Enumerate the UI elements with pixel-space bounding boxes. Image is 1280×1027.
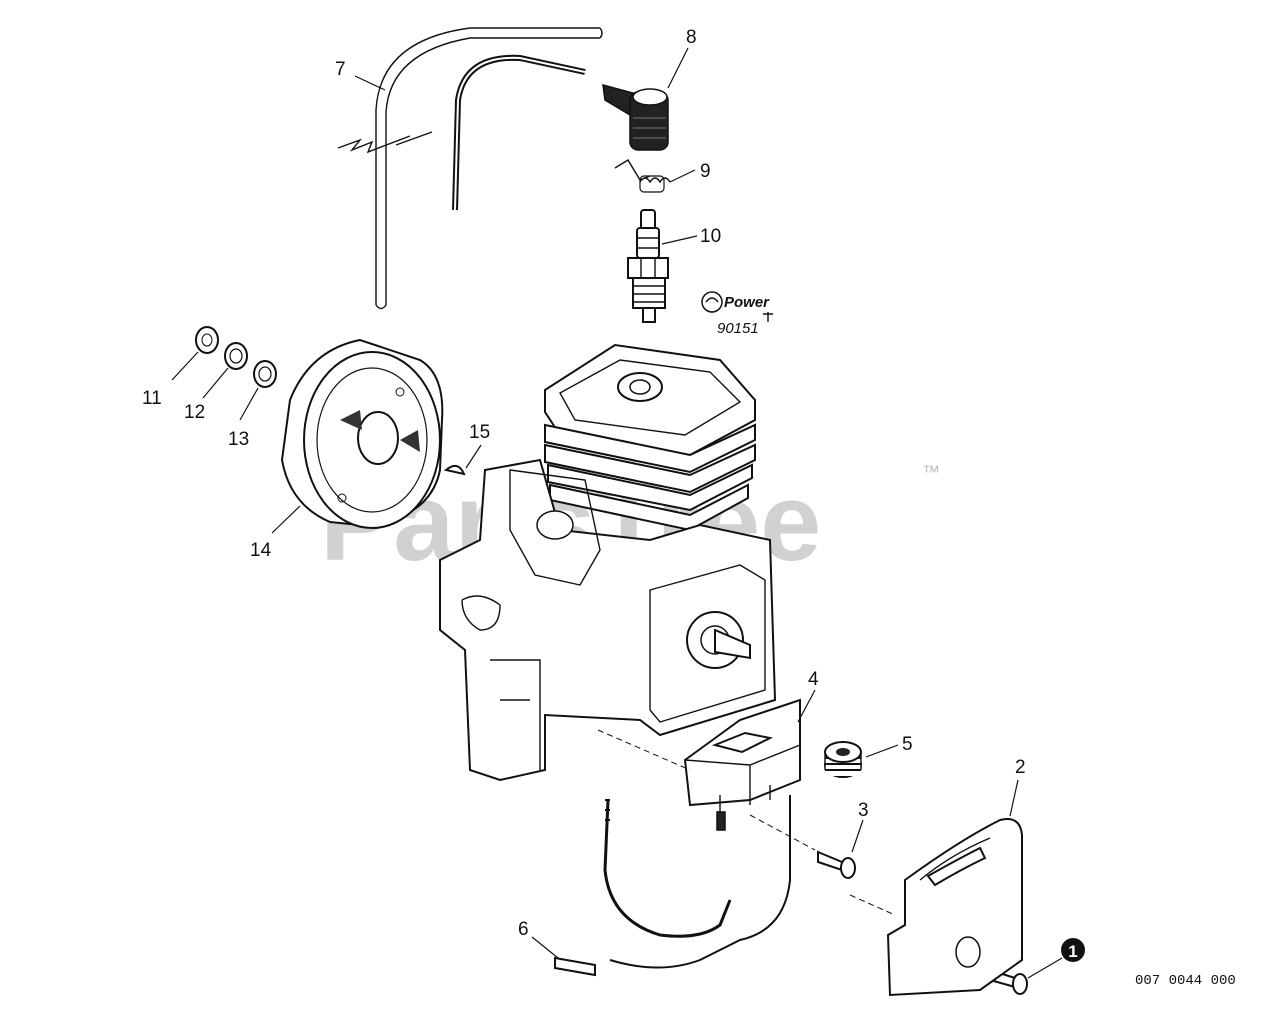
engine-cylinder[interactable] (439, 343, 777, 782)
brand-part-number: 90151 (717, 320, 759, 337)
part-label-14[interactable]: 14 (250, 540, 272, 561)
fuel-hose[interactable] (337, 27, 603, 310)
part-label-6[interactable]: 6 (518, 919, 529, 940)
lock-washer[interactable] (224, 342, 248, 370)
part-label-7[interactable]: 7 (335, 59, 346, 80)
part-label-13[interactable]: 13 (228, 429, 249, 450)
part-label-9[interactable]: 9 (700, 161, 711, 182)
ignition-wire (395, 54, 586, 211)
part-label-15[interactable]: 15 (469, 422, 490, 443)
brand-logo: Power 90151 (701, 291, 773, 337)
part-label-12[interactable]: 12 (184, 402, 205, 423)
part-labels: 7 8 9 10 11 12 13 14 15 4 5 3 2 6 (142, 27, 1026, 940)
brand-name: Power (724, 294, 770, 311)
flywheel[interactable] (280, 338, 444, 529)
callout-1-label: 1 (1068, 942, 1077, 961)
woodruff-key[interactable] (443, 464, 466, 476)
part-label-8[interactable]: 8 (686, 27, 697, 48)
part-label-4[interactable]: 4 (808, 669, 819, 690)
terminal-spring[interactable] (614, 159, 671, 193)
grommet[interactable] (824, 741, 862, 778)
part-label-11[interactable]: 11 (142, 388, 162, 409)
watermark-trademark: ™ (922, 462, 940, 482)
stop-switch-wire[interactable] (554, 795, 791, 977)
part-label-10[interactable]: 10 (700, 226, 721, 247)
leader-lines (171, 47, 1063, 979)
flywheel-nut[interactable] (195, 326, 219, 354)
assembly-guides (597, 729, 896, 916)
part-label-2[interactable]: 2 (1015, 757, 1026, 778)
ignition-cover[interactable] (886, 818, 1023, 997)
ignition-coil[interactable] (683, 698, 801, 831)
spark-plug[interactable] (627, 209, 669, 323)
callout-1[interactable]: 1 (1061, 938, 1085, 962)
coil-mounting-screw[interactable] (817, 850, 856, 879)
flat-washer[interactable] (253, 360, 277, 388)
spark-plug-boot[interactable] (602, 83, 669, 151)
diagram-code: 007 0044 000 (1135, 973, 1236, 989)
part-label-5[interactable]: 5 (902, 734, 913, 755)
part-label-3[interactable]: 3 (858, 800, 869, 821)
